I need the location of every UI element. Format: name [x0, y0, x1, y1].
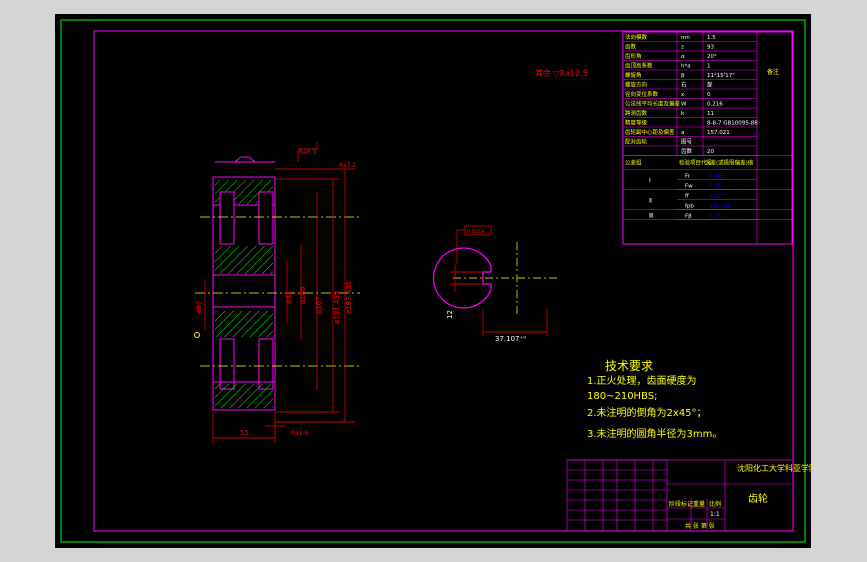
- surface-mark-3: Ra1.6: [291, 430, 308, 437]
- param-symbol: a: [681, 130, 684, 136]
- group-label: Ⅰ: [649, 178, 651, 185]
- param-symbol: z: [681, 45, 684, 51]
- check-code: Fβ: [685, 214, 692, 220]
- check-code: Fr: [685, 174, 691, 180]
- weight-label: 重量: [693, 500, 705, 508]
- param-symbol: k: [681, 111, 685, 117]
- param-name: 跨测齿数: [625, 109, 648, 117]
- dim-d6: ø97: [195, 301, 203, 314]
- param-value: 1.5: [707, 35, 716, 41]
- part-name: 齿轮: [748, 492, 768, 505]
- param-name: 齿形角: [625, 52, 642, 60]
- param-name: 螺旋角: [625, 71, 642, 79]
- param-name: 齿轮副中心距及偏差: [625, 128, 675, 136]
- tolerance-value: 0.063: [709, 174, 725, 180]
- top-roughness-note: 其余 ▽Ra12.5: [535, 68, 588, 78]
- param-value: 0: [707, 92, 711, 98]
- param-name: 配对齿轮: [625, 138, 648, 146]
- check-code: Fw: [685, 184, 693, 190]
- stage-mark-label: 阶段标记: [669, 500, 693, 508]
- check-code: ff: [685, 194, 689, 200]
- param-name: 齿顶高系数: [625, 62, 653, 70]
- tech-req-line1: 1.正火处理，齿面硬度为: [587, 374, 697, 387]
- tolerance-value: 0.02: [709, 194, 721, 200]
- tolerance-value: ±0.018: [709, 204, 730, 210]
- technical-requirements: 技术要求 1.正火处理，齿面硬度为 180~210HBS; 2.未注明的倒角为2…: [587, 359, 722, 440]
- param-name: 公法线平均长度及偏差: [625, 100, 681, 108]
- school-name: 沈阳化工大学科亚学院: [737, 463, 811, 473]
- gear-section-view: ø187.435 ø181.435 ø167 ø180 ø41 ø97 55 R…: [194, 142, 360, 444]
- dim-d5: ø180: [299, 286, 307, 304]
- param-symbol: W: [681, 102, 687, 108]
- param-name: 螺旋方向: [625, 81, 647, 89]
- param-value: 1: [707, 64, 711, 70]
- param-symbol: β: [681, 73, 685, 79]
- param-value: 20°: [707, 54, 717, 60]
- tech-req-title: 技术要求: [605, 359, 653, 373]
- param-name: 齿数: [625, 43, 637, 51]
- param-value: 11: [707, 111, 714, 117]
- param-name: 法向模数: [625, 33, 648, 41]
- hub-end-view: 37.107⁺⁰ 12 0.021A: [432, 225, 560, 343]
- param-value: 0.216: [707, 102, 723, 108]
- param-symbol: mn: [681, 35, 690, 41]
- key-tolerance: 0.021A: [467, 229, 485, 235]
- sheet-info: 共 张 第 张: [685, 522, 715, 530]
- remarks-label: 备注: [767, 68, 779, 76]
- dim-d1: ø187.435: [345, 281, 353, 314]
- param-value: 旋: [707, 81, 713, 89]
- param-symbol: 图号: [681, 138, 693, 146]
- param-name: 径向变位系数: [625, 90, 659, 98]
- tech-req-line2: 180~210HBS;: [587, 391, 657, 402]
- param-value: 20: [707, 149, 714, 155]
- group-header: 公差组: [625, 159, 642, 167]
- tolerance-value: 0.011: [709, 214, 725, 220]
- outer-frame: [60, 19, 806, 543]
- param-value: 11°15'17": [707, 73, 735, 79]
- surface-mark-2: Ra3.2: [339, 162, 356, 169]
- ratio-label: 比例: [709, 500, 721, 508]
- param-symbol: h*a: [681, 64, 691, 70]
- dim-d3: ø167: [315, 296, 323, 314]
- dim-width: 55: [240, 429, 249, 437]
- tech-req-line3: 2.未注明的倒角为2x45°；: [587, 406, 707, 419]
- param-value: 8-8-7 GB10095-88: [707, 121, 758, 127]
- cad-drawing: 其余 ▽Ra12.5: [60, 19, 817, 543]
- param-symbol: α: [681, 54, 685, 60]
- param-symbol: x: [681, 92, 685, 98]
- tech-req-line4: 3.未注明的圆角半径为3mm。: [587, 427, 722, 440]
- group-label: Ⅱ: [649, 198, 652, 205]
- param-symbol: 右: [681, 81, 687, 89]
- tolerance-value: 0.05: [709, 184, 722, 190]
- drawing-canvas: 其余 ▽Ra12.5: [55, 14, 817, 548]
- title-block: [566, 459, 794, 532]
- keyway-depth: 37.107⁺⁰: [495, 335, 526, 343]
- param-value: 157.021: [707, 130, 730, 136]
- scale-value: 1:1: [710, 511, 720, 518]
- dim-d2: ø181.435: [333, 291, 341, 324]
- group-header: 检验项目代号: [679, 159, 713, 167]
- group-header: 公差(或极限偏差)值: [705, 159, 754, 167]
- check-code: fpb: [685, 204, 694, 210]
- dim-d4: ø41: [285, 291, 293, 304]
- inner-border: [93, 30, 794, 532]
- parameter-table: 法向模数 mn 1.5 齿数 z 93 齿形角 α 20° 齿顶高系数 h*a 1 螺旋角 β 11°15'…: [622, 31, 793, 245]
- surface-mark-1: Ra6.3: [299, 149, 316, 156]
- group-label: Ⅲ: [649, 213, 653, 220]
- param-name: 精度等级: [625, 119, 648, 127]
- param-symbol: 齿数: [681, 147, 693, 155]
- param-value: 93: [707, 45, 714, 51]
- key-width: 12: [446, 310, 454, 319]
